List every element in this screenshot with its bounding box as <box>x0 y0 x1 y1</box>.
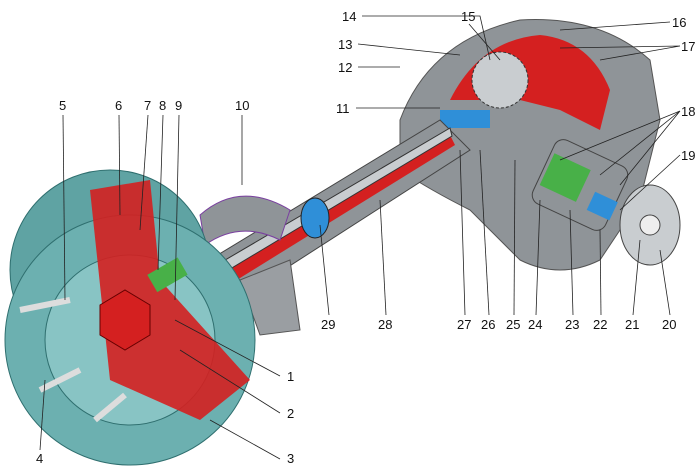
callout-14: 14 <box>342 9 356 24</box>
callout-20: 20 <box>662 317 676 332</box>
callout-22: 22 <box>593 317 607 332</box>
bearing-blue-2 <box>586 191 618 221</box>
leader-lines <box>39 15 681 460</box>
ring-gear <box>471 51 529 109</box>
wheel-stud-2 <box>38 367 82 393</box>
callout-10: 10 <box>235 98 249 113</box>
callout-18: 18 <box>681 104 695 119</box>
callout-6: 6 <box>115 98 122 113</box>
callout-1: 1 <box>287 369 294 384</box>
callout-8: 8 <box>159 98 166 113</box>
spring-seat <box>199 195 291 246</box>
hub-cut-section <box>90 180 250 420</box>
callout-3: 3 <box>287 451 294 466</box>
callout-26: 26 <box>481 317 495 332</box>
callout-2: 2 <box>287 406 294 421</box>
callout-19: 19 <box>681 148 695 163</box>
callout-23: 23 <box>565 317 579 332</box>
callout-24: 24 <box>528 317 542 332</box>
wheel-bearing <box>147 257 188 293</box>
bracket <box>239 259 301 336</box>
callout-28: 28 <box>378 317 392 332</box>
pinion-gear <box>539 153 591 202</box>
callout-16: 16 <box>672 15 686 30</box>
callout-21: 21 <box>625 317 639 332</box>
flange-nut <box>639 214 661 236</box>
callout-7: 7 <box>144 98 151 113</box>
bearing-blue-1 <box>440 110 490 128</box>
tube-joint <box>300 197 330 239</box>
callout-25: 25 <box>506 317 520 332</box>
callout-27: 27 <box>457 317 471 332</box>
callout-4: 4 <box>36 451 43 466</box>
callout-29: 29 <box>321 317 335 332</box>
hub-nut <box>99 289 151 351</box>
callout-5: 5 <box>59 98 66 113</box>
callout-13: 13 <box>338 37 352 52</box>
callout-15: 15 <box>461 9 475 24</box>
callout-9: 9 <box>175 98 182 113</box>
callout-12: 12 <box>338 60 352 75</box>
callout-17: 17 <box>681 39 695 54</box>
wheel-stud-1 <box>19 297 71 313</box>
wheel-stud-3 <box>93 392 127 423</box>
callout-11: 11 <box>336 101 350 116</box>
